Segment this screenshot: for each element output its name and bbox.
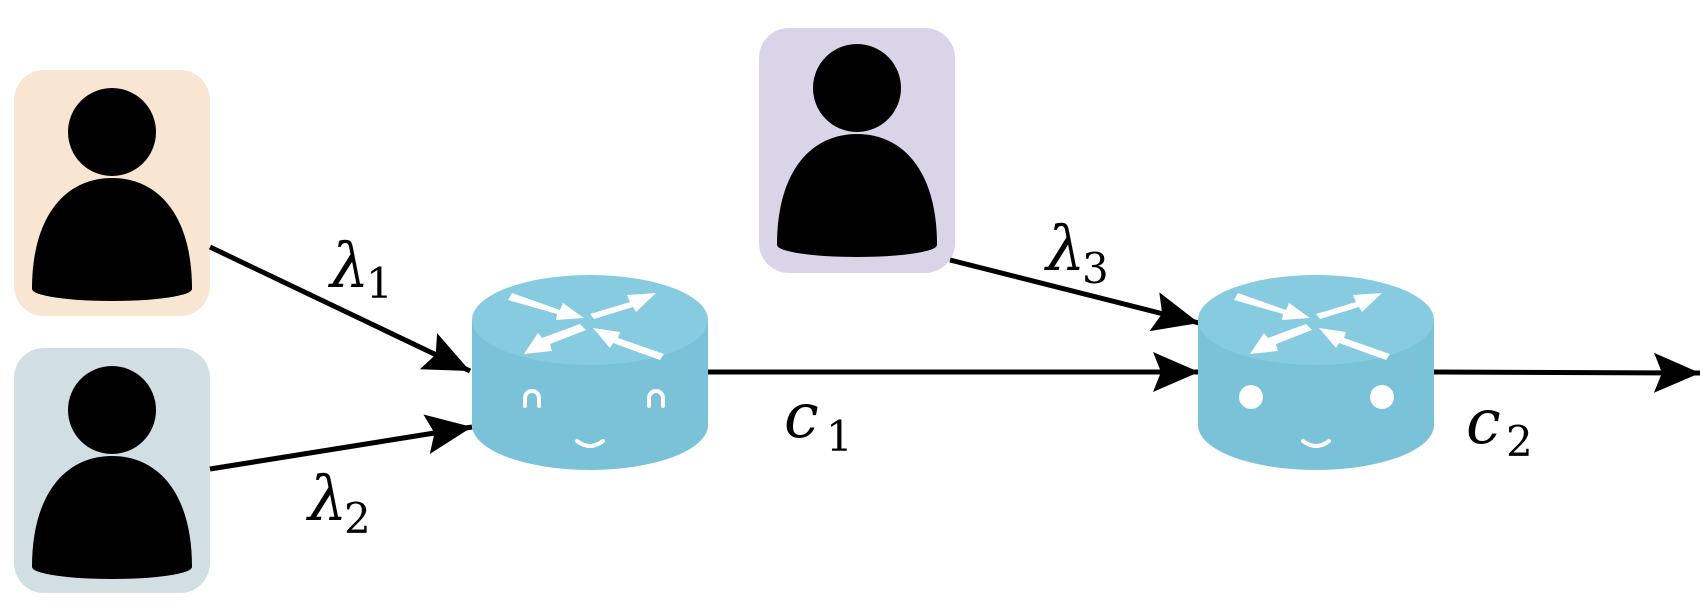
arrow-user1-to-router1 [208, 244, 472, 374]
user-2 [14, 348, 210, 593]
label-lambda-3: λ 3 [1043, 212, 1109, 293]
router-2-face [1239, 385, 1394, 448]
label-lambda-3-subscript: 3 [1082, 244, 1109, 293]
closed-eye-icon [523, 389, 541, 408]
label-lambda-2-symbol: λ [305, 462, 347, 535]
eye-icon [1239, 385, 1263, 409]
label-lambda-1: λ 1 [327, 229, 393, 308]
smile-icon [1301, 439, 1331, 448]
label-lambda-2-subscript: 2 [344, 494, 371, 543]
eye-icon [1370, 385, 1394, 409]
arrow-router2-out [1433, 352, 1701, 393]
label-c-1-symbol: c [784, 379, 819, 452]
router-1 [472, 275, 708, 470]
router-1-face [523, 389, 665, 448]
arrow-user2-to-router1 [209, 414, 473, 472]
user-1 [14, 70, 210, 316]
label-c-2-symbol: c [1466, 385, 1501, 458]
label-c-2: c 2 [1466, 385, 1533, 466]
arrow-user3-to-router2 [949, 257, 1200, 332]
label-lambda-3-symbol: λ [1043, 212, 1085, 285]
label-c-1-subscript: 1 [826, 412, 853, 461]
router-2 [1198, 275, 1434, 470]
router-icon [472, 275, 708, 470]
closed-eye-icon [647, 389, 665, 408]
smile-icon [575, 439, 605, 448]
label-lambda-1-subscript: 1 [366, 259, 393, 308]
router-icon [1198, 275, 1434, 470]
label-c-2-subscript: 2 [1506, 417, 1533, 466]
user-3 [759, 28, 955, 273]
label-lambda-2: λ 2 [305, 462, 371, 543]
label-c-1: c 1 [784, 379, 853, 461]
label-lambda-1-symbol: λ [327, 229, 369, 302]
